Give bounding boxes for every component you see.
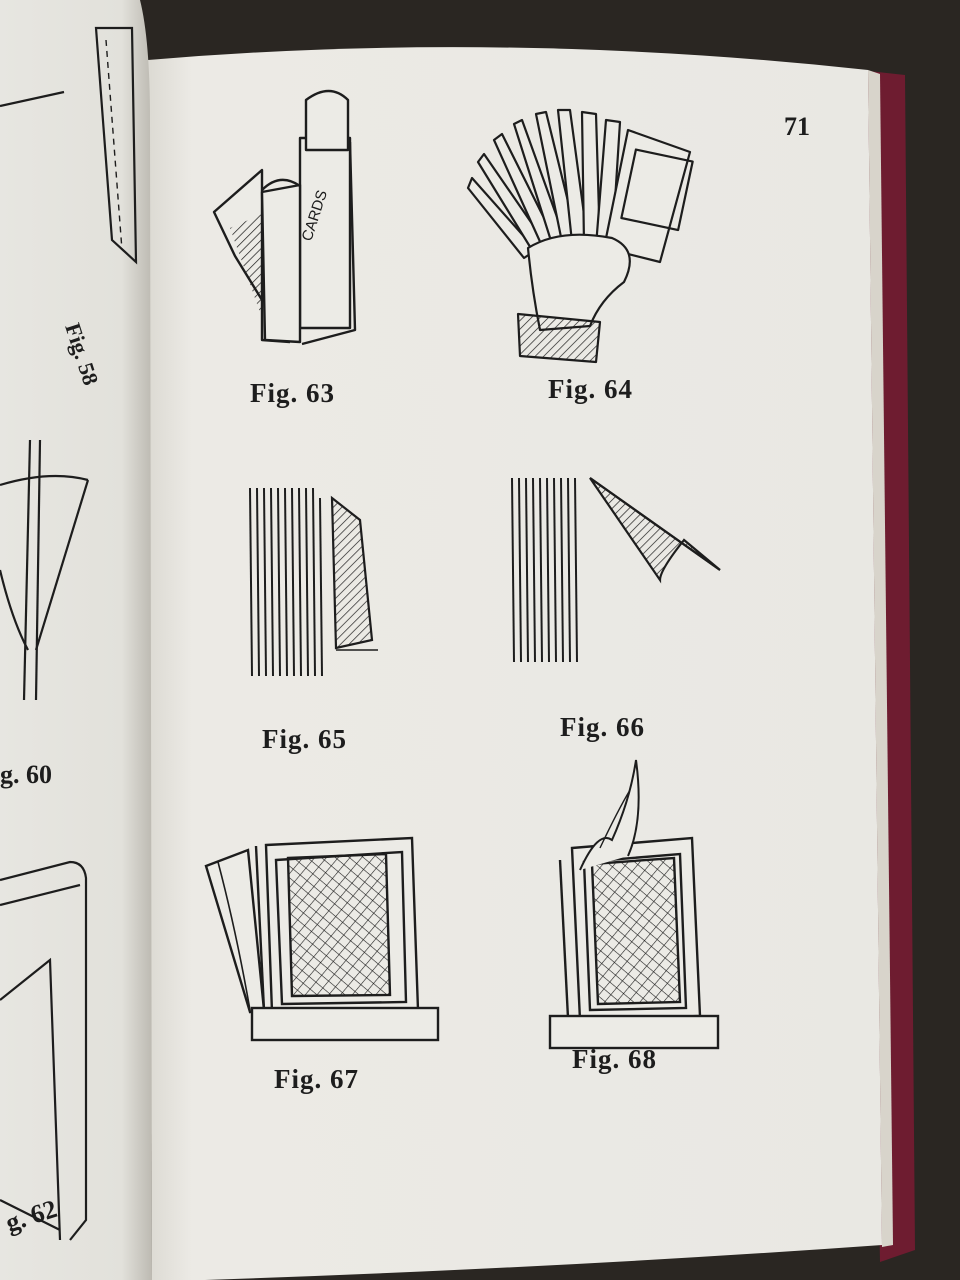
caption-fig-67: Fig. 67 [274,1064,359,1094]
caption-fig-65: Fig. 65 [262,724,347,754]
page-edges [868,70,893,1247]
card-frame-open-flap-icon [204,836,440,1042]
caption-fig-68: Fig. 68 [572,1044,657,1074]
card-frame-flame-icon [548,759,720,1050]
left-page [0,0,152,1280]
left-caption-fig-60: g. 60 [0,760,52,789]
page-number: 71 [784,112,810,141]
card-box-open-icon [212,89,357,346]
card-stack-loose-flap-icon [511,477,721,663]
card-stack-with-flap-icon [249,487,378,677]
caption-fig-64: Fig. 64 [548,374,633,404]
caption-fig-66: Fig. 66 [560,712,645,742]
caption-fig-63: Fig. 63 [250,378,335,408]
left-page-drawings [0,26,138,1241]
hand-fanned-cards-icon [466,108,694,364]
